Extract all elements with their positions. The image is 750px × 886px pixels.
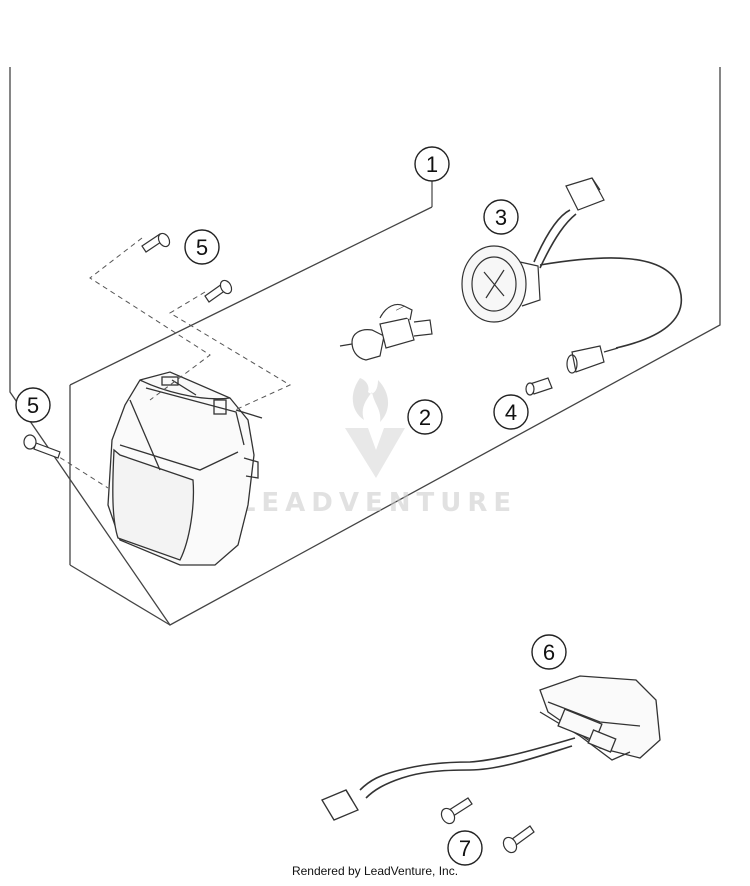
callout-7-label: 7 bbox=[459, 836, 471, 861]
callout-5-upper: 5 bbox=[184, 229, 220, 265]
tail-light bbox=[321, 675, 661, 821]
assembly-inner-line bbox=[69, 206, 433, 386]
callout-3-label: 3 bbox=[495, 205, 507, 230]
screw-5-middle bbox=[204, 279, 233, 303]
callout-6: 6 bbox=[531, 634, 567, 670]
watermark-logo: LEADVENTURE bbox=[239, 378, 517, 518]
callout-5-left-label: 5 bbox=[27, 393, 39, 418]
watermark-text: LEADVENTURE bbox=[239, 488, 517, 518]
callout-2: 2 bbox=[407, 399, 443, 435]
callout-1: 1 bbox=[414, 146, 450, 182]
screw-5-upper bbox=[141, 232, 171, 253]
callout-3: 3 bbox=[483, 199, 519, 235]
callout-1-label: 1 bbox=[426, 152, 438, 177]
install-path-screw-side bbox=[169, 291, 292, 411]
callout-4: 4 bbox=[493, 394, 529, 430]
headlight-bulb bbox=[339, 303, 433, 361]
screw-5-left bbox=[23, 434, 61, 459]
screw-7-upper bbox=[440, 797, 473, 825]
install-path-screw-upper bbox=[89, 237, 211, 401]
position-light-bulb bbox=[525, 377, 553, 396]
bulb-socket-harness bbox=[461, 177, 683, 374]
callout-5-left: 5 bbox=[15, 387, 51, 423]
callout-7: 7 bbox=[447, 830, 483, 866]
callout-6-label: 6 bbox=[543, 640, 555, 665]
callout-2-label: 2 bbox=[419, 405, 431, 430]
callout-5-upper-label: 5 bbox=[196, 235, 208, 260]
assembly-bottom-left bbox=[69, 564, 171, 626]
headlight-housing bbox=[107, 371, 263, 566]
footer-credit: Rendered by LeadVenture, Inc. bbox=[291, 864, 459, 878]
screw-7-lower bbox=[502, 825, 535, 854]
callout-4-label: 4 bbox=[505, 400, 517, 425]
